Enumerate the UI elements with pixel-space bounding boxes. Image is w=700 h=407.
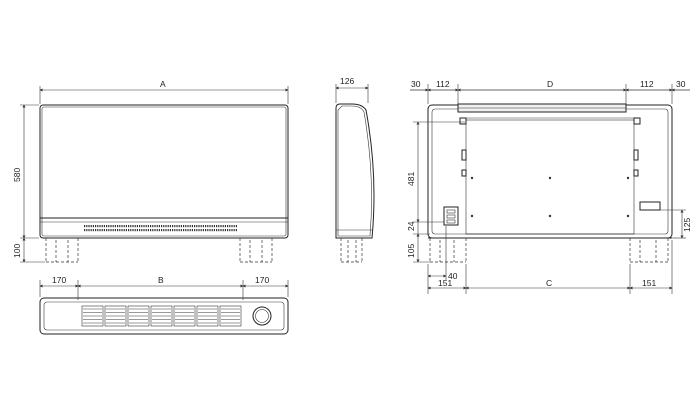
dim-label-481: 481 — [406, 172, 416, 186]
dim-label-105: 105 — [406, 244, 416, 258]
dim-label-125: 125 — [682, 218, 692, 232]
dim-label-d: D — [547, 79, 553, 89]
dim-label-580: 580 — [12, 168, 22, 182]
dim-label-back-left-112: 112 — [436, 79, 450, 89]
dim-label-back-right-151: 151 — [642, 278, 656, 288]
top-grille — [81, 305, 242, 327]
front-grille — [84, 225, 237, 232]
back-body — [427, 104, 673, 239]
dim-label-100: 100 — [12, 244, 22, 258]
dim-label-top-left-170: 170 — [52, 275, 66, 285]
dim-label-back-right-30: 30 — [676, 79, 686, 89]
top-view: 170 B 170 — [39, 275, 289, 335]
top-body — [39, 297, 289, 335]
dim-label-c: C — [546, 278, 552, 288]
dim-label-back-left-151: 151 — [438, 278, 452, 288]
dim-label-126: 126 — [340, 76, 354, 86]
terminal-block — [443, 206, 459, 226]
front-feet — [45, 238, 273, 263]
side-view: 126 — [335, 76, 375, 263]
front-view: A 580 100 — [12, 79, 289, 263]
dim-label-b: B — [158, 275, 164, 285]
back-feet — [429, 238, 669, 263]
control-knob — [252, 306, 272, 326]
dim-label-24: 24 — [406, 221, 416, 231]
sensor-bracket — [639, 201, 661, 211]
dim-label-a: A — [160, 79, 166, 89]
dim-label-back-right-112: 112 — [640, 79, 654, 89]
front-body — [39, 104, 289, 239]
dim-label-40: 40 — [448, 271, 458, 281]
back-view: 30 112 D 112 30 481 24 105 125 40 151 — [406, 79, 692, 294]
side-body — [335, 103, 375, 239]
dim-label-top-right-170: 170 — [255, 275, 269, 285]
dim-label-back-left-30: 30 — [411, 79, 421, 89]
